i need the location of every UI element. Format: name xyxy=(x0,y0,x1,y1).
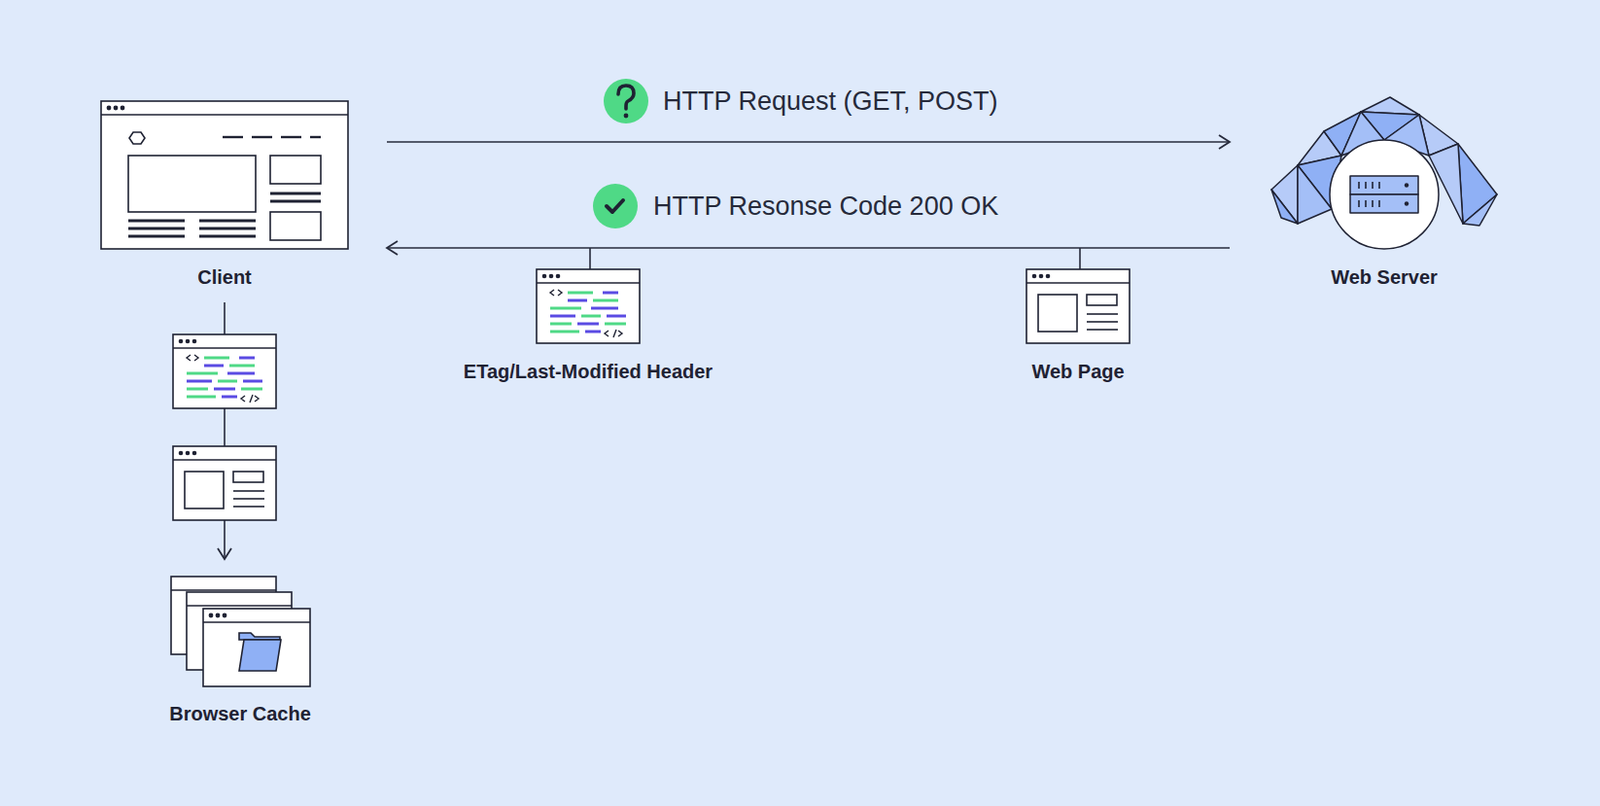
edge-label: HTTP Resonse Code 200 OK xyxy=(650,189,1002,223)
connector-arrow xyxy=(386,140,1230,143)
client-window xyxy=(101,101,348,249)
node-label: Browser Cache xyxy=(169,700,312,727)
page-window xyxy=(1026,269,1130,344)
check-icon xyxy=(592,183,638,229)
question-icon xyxy=(603,78,649,124)
node-label: ETag/Last-Modified Header xyxy=(463,358,713,384)
server-box: Web Server xyxy=(1263,97,1505,294)
node-label: Web Page xyxy=(1031,358,1124,384)
node-label: Web Server xyxy=(1330,264,1438,290)
cache-stack xyxy=(171,576,311,687)
leader-line xyxy=(590,247,1080,270)
cache-box: Browser Cache xyxy=(161,576,319,731)
edge-label: HTTP Request (GET, POST) xyxy=(660,84,1002,118)
code-window xyxy=(536,269,640,344)
code-window xyxy=(173,334,277,409)
page-window xyxy=(173,446,277,521)
server-cloud xyxy=(1271,97,1497,249)
connector-arrow xyxy=(386,246,1230,249)
client-box: Client xyxy=(101,101,348,294)
page-box: Web Page xyxy=(1023,269,1133,388)
header-box: ETag/Last-Modified Header xyxy=(455,269,722,388)
node-label: Client xyxy=(197,264,252,290)
